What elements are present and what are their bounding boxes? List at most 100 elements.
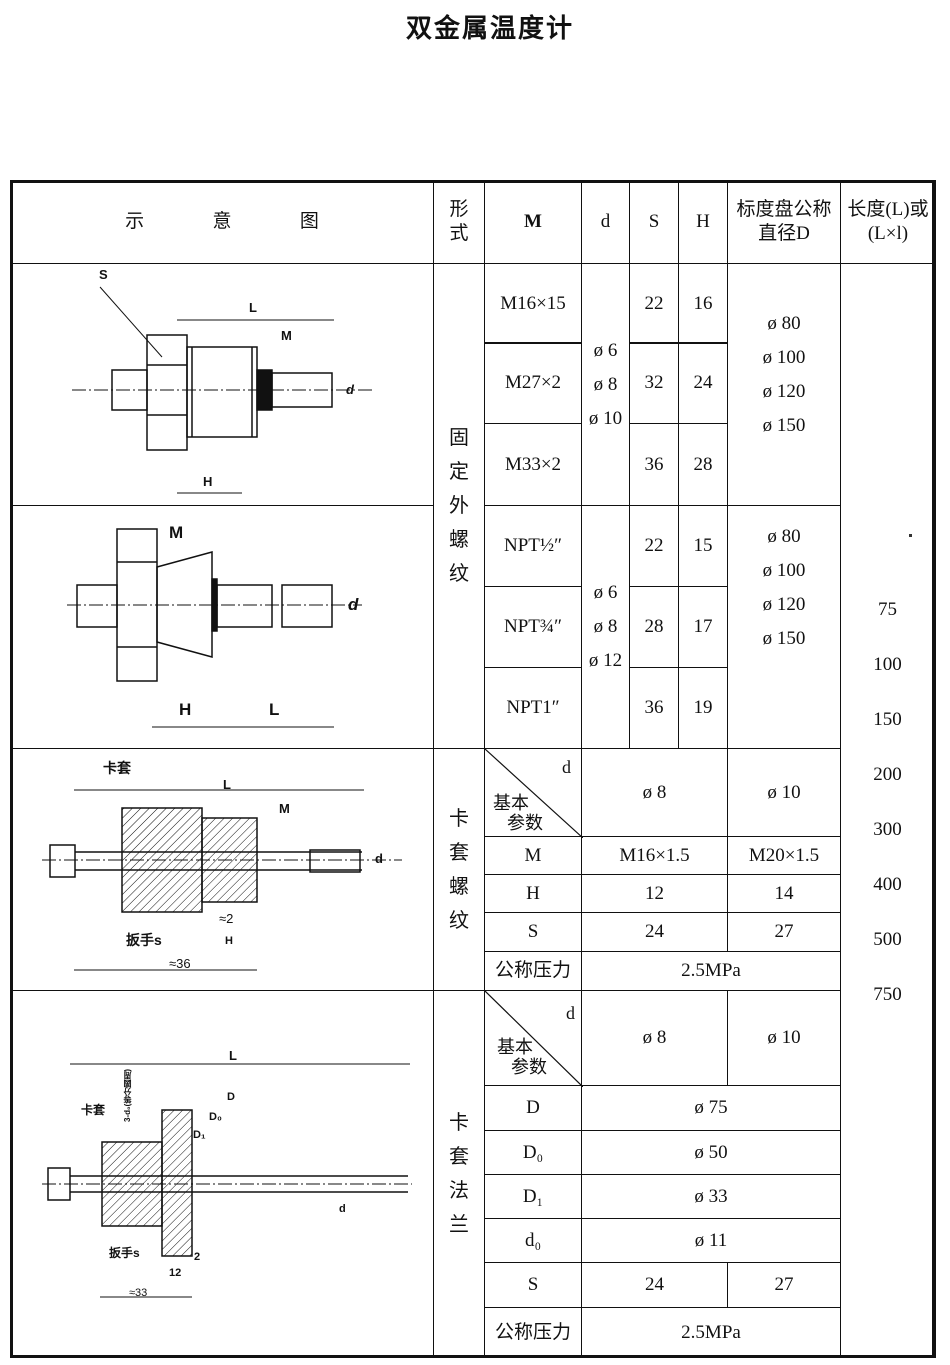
header-dial-diameter: 标度盘公称直径D [727, 180, 841, 264]
diagonal-line [485, 991, 583, 1087]
row-label: M [484, 836, 582, 875]
label-h: H [225, 935, 233, 947]
diagram-fixed-thread-metric: S L M d H [10, 263, 434, 506]
speck [909, 534, 912, 537]
label-ferrule: 卡套 [81, 1103, 106, 1117]
length-value: 300 [873, 819, 902, 840]
label-wrench: 扳手s [126, 932, 162, 948]
label-holes: 3-d₀(等分圆周) [123, 1069, 132, 1122]
header-diagram-char: 示 [125, 211, 145, 233]
row-label: 公称压力 [484, 951, 582, 991]
cell: M20×1.5 [727, 836, 841, 875]
dial-value: ø 80 [767, 526, 801, 547]
cell-h: 17 [678, 586, 728, 668]
dial-value: ø 120 [762, 594, 806, 615]
label-d: d [348, 595, 359, 614]
header-m: M [484, 180, 582, 264]
cell: M16×1.5 [581, 836, 728, 875]
cell-s: 36 [629, 667, 679, 749]
cell: 12 [581, 874, 728, 913]
dial-value: ø 100 [762, 346, 806, 368]
diagram-ferrule-flange: L 3-d₀(等分圆周) 卡套 D D₀ D₁ d 扳手s 2 12 ≈33 [10, 990, 434, 1358]
row-label: S [484, 1262, 582, 1308]
cell-h: 16 [678, 263, 728, 344]
cell: 24 [581, 1262, 728, 1308]
cell-s: 28 [629, 586, 679, 668]
label-gap: ≈2 [219, 911, 234, 926]
label-ferrule: 卡套 [103, 760, 131, 776]
cell-m: NPT¾″ [484, 586, 582, 668]
cell-d: ø 6 ø 8 ø 10 [581, 263, 630, 506]
row-label: D₁ [484, 1174, 582, 1219]
header-d: d [581, 180, 630, 264]
d-value: ø 8 [593, 373, 618, 395]
fitting-drawing [67, 528, 362, 728]
d-value: ø 6 [593, 582, 618, 603]
label-2: 2 [194, 1251, 201, 1263]
dial-value: ø 100 [762, 560, 806, 581]
length-column [840, 263, 936, 1358]
header-s: S [629, 180, 679, 264]
diag-bottom-label: 参数 [511, 1057, 547, 1077]
diag-bottom-label: 基本 [493, 793, 529, 813]
d-value: ø 6 [593, 339, 618, 361]
label-h: H [203, 474, 213, 489]
label-l: L [229, 1048, 237, 1063]
cell-h: 15 [678, 505, 728, 587]
dial-value: ø 80 [767, 312, 801, 334]
diagram-ferrule-thread: 卡套 L M d ≈2 H 扳手s ≈36 [10, 748, 434, 991]
diag-header-cell: d 基本 参数 [484, 748, 583, 838]
row-label: D₀ [484, 1130, 582, 1175]
length-value: 750 [873, 984, 902, 1005]
label-D0: D₀ [209, 1111, 222, 1123]
label-12: 12 [169, 1267, 182, 1279]
fitting-drawing [72, 286, 372, 493]
cell-m: NPT1″ [484, 667, 582, 749]
col-d10: ø 10 [727, 748, 841, 837]
label-l: L [249, 300, 257, 315]
pressure-value: 2.5MPa [581, 1307, 841, 1358]
diag-top-label: d [562, 757, 571, 777]
dial-value: ø 150 [762, 414, 806, 436]
cell: ø 33 [581, 1174, 841, 1219]
d-value: ø 12 [588, 650, 623, 671]
diag-top-label: d [566, 1003, 575, 1023]
cell: ø 11 [581, 1218, 841, 1263]
col-d10: ø 10 [727, 990, 841, 1086]
d-value: ø 10 [588, 407, 623, 429]
form-ferrule-thread: 卡套螺纹 [433, 748, 485, 991]
label-len: ≈36 [169, 956, 191, 971]
label-s: S [99, 267, 108, 282]
cell-s: 22 [629, 505, 679, 587]
length-value: 400 [873, 874, 902, 895]
fitting-drawing [42, 789, 402, 970]
row-label: H [484, 874, 582, 913]
pressure-value: 2.5MPa [581, 951, 841, 991]
cell: ø 75 [581, 1085, 841, 1131]
cell: 24 [581, 912, 728, 952]
label-d: d [375, 851, 383, 866]
label-wrench: 扳手s [109, 1246, 140, 1260]
row-label: D [484, 1085, 582, 1131]
diagram-fixed-thread-npt: M d H L [10, 505, 434, 749]
label-l: L [269, 700, 280, 719]
cell: 14 [727, 874, 841, 913]
cell-s: 22 [629, 263, 679, 344]
header-diagram: 示 意 图 [10, 180, 434, 264]
label-d: d [346, 382, 354, 397]
length-value: 200 [873, 764, 902, 785]
page-title: 双金属温度计 [405, 14, 574, 44]
row-label: d₀ [484, 1218, 582, 1263]
header-form: 形式 [433, 180, 485, 264]
label-l: L [223, 777, 231, 792]
cell-m: M16×15 [484, 263, 582, 344]
label-m: M [281, 328, 292, 343]
label-d: d [339, 1203, 346, 1215]
row-label: S [484, 912, 582, 952]
dial-value: ø 120 [762, 380, 806, 402]
form-fixed-thread: 固定外螺纹 [433, 263, 485, 749]
cell: 27 [727, 912, 841, 952]
label-m: M [279, 801, 290, 816]
